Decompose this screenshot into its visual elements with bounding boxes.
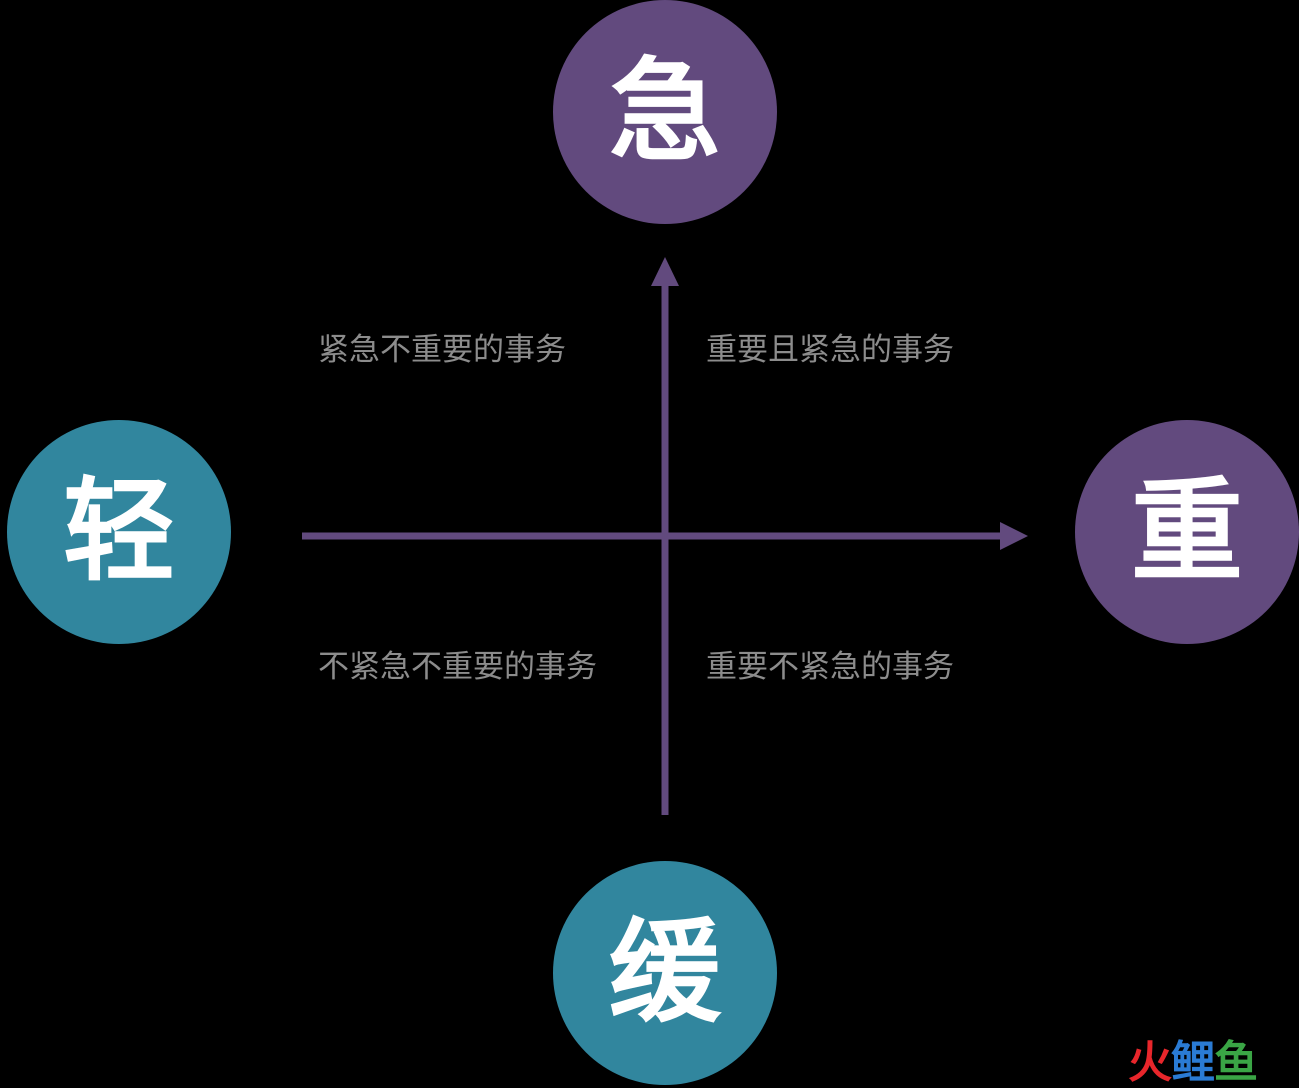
watermark-char-2: 鲤	[1171, 1037, 1215, 1088]
light-circle: 轻	[7, 420, 231, 644]
quadrant-not-urgent-not-important: 不紧急不重要的事务	[318, 649, 597, 685]
slow-circle: 缓	[553, 861, 777, 1085]
watermark-char-1: 火	[1128, 1037, 1172, 1088]
urgent-label: 急	[609, 47, 721, 177]
light-label: 轻	[63, 467, 175, 597]
quadrant-important-and-urgent: 重要且紧急的事务	[706, 332, 954, 368]
quadrant-urgent-not-important: 紧急不重要的事务	[318, 332, 566, 368]
urgent-circle: 急	[553, 0, 777, 224]
watermark-logo: 火鲤鱼	[1128, 1037, 1258, 1088]
watermark-char-3: 鱼	[1214, 1037, 1258, 1088]
important-label: 重	[1131, 467, 1243, 597]
quadrant-important-not-urgent: 重要不紧急的事务	[706, 649, 954, 685]
horizontal-axis-arrowhead	[1000, 522, 1028, 550]
important-circle: 重	[1075, 420, 1299, 644]
vertical-axis-arrowhead	[651, 257, 679, 286]
slow-label: 缓	[609, 908, 721, 1038]
